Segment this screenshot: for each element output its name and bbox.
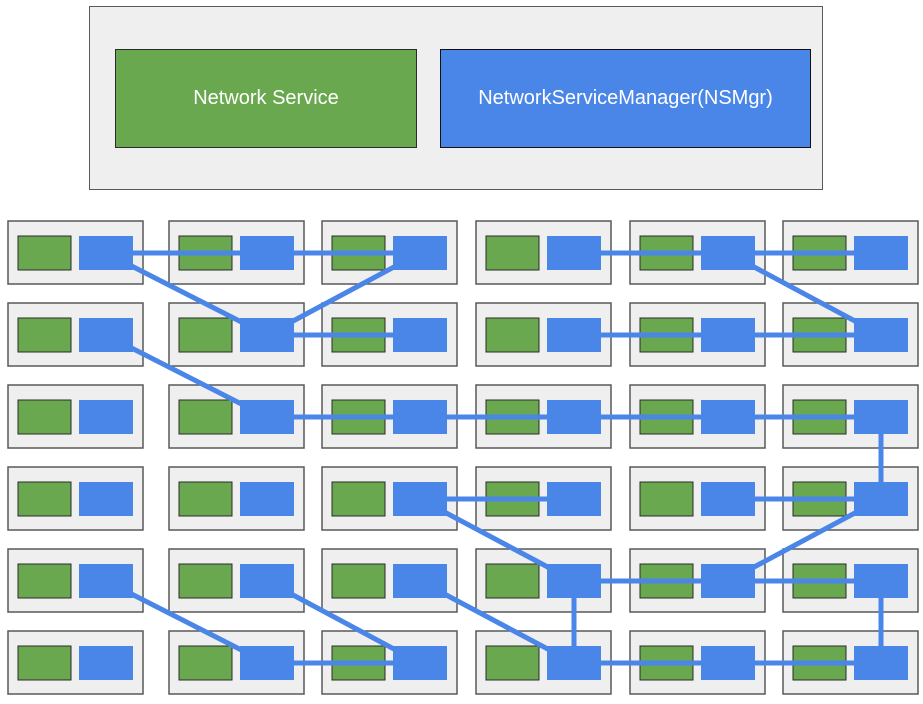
nsm-block-top [854, 318, 908, 352]
network-service-block [17, 399, 72, 435]
network-service-block [178, 481, 233, 517]
nsm-block-top [854, 400, 908, 434]
nsm-block-top [79, 564, 133, 598]
network-service-block [331, 563, 386, 599]
legend-network-service: Network Service [115, 49, 417, 148]
legend-network-service-label: Network Service [193, 87, 339, 109]
nsm-block-top [79, 400, 133, 434]
nsm-block-top [547, 236, 601, 270]
network-service-block [485, 317, 540, 353]
nsm-block-top [701, 318, 755, 352]
nsm-block-top [547, 564, 601, 598]
legend-nsm: NetworkServiceManager(NSMgr) [440, 49, 811, 148]
nsm-block-top [701, 400, 755, 434]
network-service-block [17, 645, 72, 681]
nsm-block-top [79, 318, 133, 352]
nsm-block-top [240, 646, 294, 680]
nsm-block-top [854, 236, 908, 270]
nsm-block-top [240, 400, 294, 434]
nsm-block-top [701, 482, 755, 516]
network-service-block [17, 481, 72, 517]
legend-box: Network Service NetworkServiceManager(NS… [89, 6, 823, 190]
network-service-block [639, 481, 694, 517]
network-service-block [17, 317, 72, 353]
nsm-block-top [240, 482, 294, 516]
network-service-block [485, 235, 540, 271]
nsm-block-top [393, 400, 447, 434]
nsm-block-top [393, 564, 447, 598]
network-service-block [178, 399, 233, 435]
node-r6-c1 [7, 630, 144, 695]
nsm-block-top [240, 564, 294, 598]
network-service-block [485, 563, 540, 599]
nsm-block-top [854, 564, 908, 598]
nsm-block-top [701, 564, 755, 598]
network-service-block [178, 317, 233, 353]
network-service-block [485, 645, 540, 681]
nsm-block-top [240, 318, 294, 352]
network-service-block [178, 645, 233, 681]
network-service-block [178, 563, 233, 599]
network-service-block [17, 235, 72, 271]
nsm-block-top [854, 482, 908, 516]
nsm-block-top [854, 646, 908, 680]
nsm-block-top [547, 400, 601, 434]
nsm-block-top [393, 646, 447, 680]
nsm-block-top [547, 482, 601, 516]
nsm-block-top [547, 646, 601, 680]
nsm-block-top [393, 236, 447, 270]
nsm-block-top [79, 646, 133, 680]
nsm-block-top [240, 236, 294, 270]
nsm-block-top [393, 318, 447, 352]
network-service-block [17, 563, 72, 599]
nsm-block-top [547, 318, 601, 352]
legend-nsm-label: NetworkServiceManager(NSMgr) [478, 87, 773, 109]
network-service-block [331, 481, 386, 517]
nsm-block-top [79, 236, 133, 270]
nsm-block-top [701, 646, 755, 680]
links-layer [79, 236, 908, 680]
nsm-block-top [79, 482, 133, 516]
nsm-block-top [393, 482, 447, 516]
nodes-layer [7, 220, 919, 695]
nsm-block-top [701, 236, 755, 270]
